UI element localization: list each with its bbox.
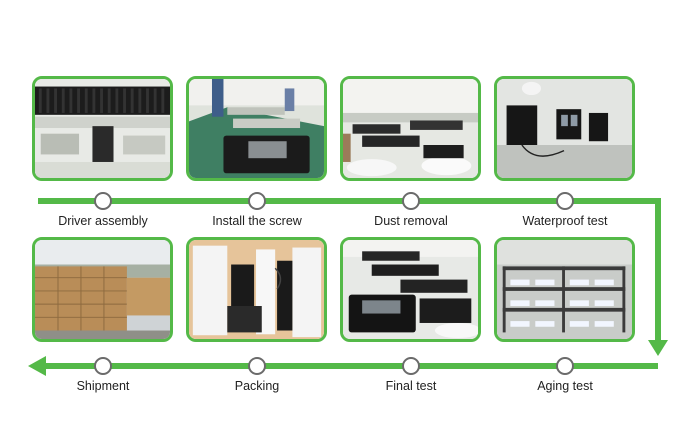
photo-driver-assembly: [32, 76, 173, 181]
step-label-shipment: Shipment: [76, 379, 130, 393]
step-label-aging-test: Aging test: [537, 379, 593, 393]
step-node: [94, 357, 112, 375]
step-label-waterproof-test: Waterproof test: [522, 214, 608, 228]
photo-aging-test: [494, 237, 635, 342]
step-label-final-test: Final test: [385, 379, 437, 393]
step-label-dust-removal: Dust removal: [374, 214, 448, 228]
step-node: [556, 357, 574, 375]
photo-shipment: [32, 237, 173, 342]
bottom-nodes: [94, 357, 574, 375]
step-label-driver-assembly: Driver assembly: [58, 214, 148, 228]
step-node: [248, 357, 266, 375]
down-arrowhead: [648, 340, 668, 356]
step-label-install-the-screw: Install the screw: [212, 214, 302, 228]
photo-install-the-screw: [186, 76, 327, 181]
step-node: [248, 192, 266, 210]
photo-dust-removal: [340, 76, 481, 181]
left-arrowhead: [28, 356, 46, 376]
step-node: [402, 192, 420, 210]
photo-packing: [186, 237, 327, 342]
top-nodes: [94, 192, 574, 210]
step-node: [402, 357, 420, 375]
step-node: [94, 192, 112, 210]
step-node: [556, 192, 574, 210]
step-label-packing: Packing: [234, 379, 280, 393]
photo-final-test: [340, 237, 481, 342]
flow-arrow-path: [38, 198, 661, 345]
photo-waterproof-test: [494, 76, 635, 181]
